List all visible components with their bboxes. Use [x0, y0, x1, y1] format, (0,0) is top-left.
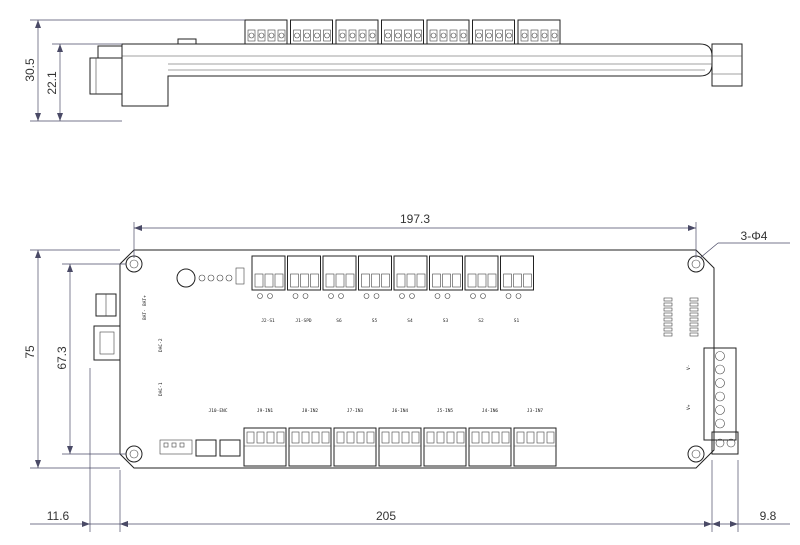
screw-terminal — [715, 405, 725, 415]
bottom-connector: J9-IN1 — [243, 408, 287, 467]
label-v-plus: V+ — [686, 404, 692, 410]
ic-pad — [689, 332, 699, 337]
bottom-connector-label: J3-IN7 — [527, 408, 544, 414]
ic-pad — [663, 297, 673, 302]
ic-pad — [663, 307, 673, 312]
ic-pad — [689, 317, 699, 322]
side-terminal-block — [472, 19, 515, 45]
top-connector-label: S5 — [372, 318, 378, 324]
dim-hole-spec: 3-Φ4 — [741, 229, 768, 243]
screw-terminal — [715, 351, 725, 361]
screw-terminal — [715, 418, 725, 429]
bottom-connector: J8-IN2 — [288, 408, 332, 467]
top-connector: J2-S1 — [251, 255, 286, 324]
ic-pad — [689, 297, 699, 302]
top-connector-label: J2-S1 — [261, 318, 275, 324]
ic-pad — [689, 302, 699, 307]
label-bat-minus: BAT- — [142, 309, 148, 320]
screw-terminal — [715, 391, 725, 402]
top-view: J2-S1 J1-SPD S6 S5 S4 S3 S2 S1 J10-ENC J9-IN1 J8-… — [93, 249, 739, 469]
label-dac-2: DAC-2 — [158, 338, 164, 352]
top-connector-label: J1-SPD — [295, 318, 312, 324]
bottom-connector: J7-IN3 — [333, 408, 377, 467]
dim-body-length: 205 — [376, 509, 396, 523]
dim-hole-height: 67.3 — [55, 346, 69, 370]
top-connector-label: S4 — [407, 318, 413, 324]
bottom-connector-label: J10-ENC — [209, 408, 228, 414]
top-connector-label: S2 — [478, 318, 484, 324]
label-dac-1: DAC-1 — [158, 382, 164, 396]
bottom-connector-label: J6-IN4 — [392, 408, 409, 414]
label-bat-plus: BAT+ — [142, 295, 148, 306]
side-terminal-block — [426, 19, 470, 45]
top-connector-label: S3 — [443, 318, 449, 324]
ic-pad — [663, 317, 673, 322]
dim-right-offset: 9.8 — [760, 509, 777, 523]
bottom-connector: J5-IN5 — [423, 408, 467, 467]
bottom-connector: J6-IN4 — [378, 408, 422, 467]
top-connector: S1 — [500, 255, 534, 324]
ic-pad — [689, 327, 699, 332]
top-connector: S6 — [322, 255, 357, 324]
top-connector: S2 — [464, 255, 499, 324]
side-dimensions: 30.5 22.1 — [23, 19, 245, 122]
side-terminal-block — [517, 19, 561, 45]
dim-left-offset: 11.6 — [47, 509, 70, 523]
ic-pad — [689, 312, 699, 317]
screw-terminal — [715, 378, 725, 388]
side-terminal-block — [244, 19, 288, 45]
top-connector: S3 — [429, 255, 463, 324]
label-v-minus: V- — [686, 365, 692, 370]
bottom-connector-label: J9-IN1 — [257, 408, 274, 414]
side-terminal-block — [335, 19, 379, 45]
bottom-connector-label: J8-IN2 — [302, 408, 319, 414]
dim-total-height: 75 — [23, 345, 37, 359]
top-dimensions: 197.3 3-Φ4 75 67.3 11.6 205 9.8 — [23, 212, 790, 532]
dim-hole-length: 197.3 — [400, 212, 430, 226]
top-connector: J1-SPD — [287, 255, 321, 324]
ic-pad — [689, 307, 699, 312]
dim-side-total: 30.5 — [23, 58, 37, 82]
bottom-connector: J3-IN7 — [513, 408, 557, 467]
bottom-connector: J4-IN6 — [468, 408, 512, 467]
bottom-connector-label: J5-IN5 — [437, 408, 454, 414]
side-terminal-block — [381, 19, 424, 45]
ic-pad — [689, 322, 699, 327]
top-connector: S5 — [358, 255, 392, 324]
top-connector: S4 — [393, 255, 428, 324]
bottom-connector-label: J4-IN6 — [482, 408, 499, 414]
side-terminal-block — [290, 19, 333, 45]
dim-side-body: 22.1 — [45, 71, 59, 95]
screw-terminal — [715, 364, 725, 375]
ic-pad — [663, 302, 673, 307]
ic-pad — [663, 312, 673, 317]
top-connector-label: S1 — [514, 318, 520, 324]
ic-pad — [663, 327, 673, 332]
ic-pad — [663, 322, 673, 327]
ic-pad — [663, 332, 673, 337]
side-view — [89, 19, 743, 107]
top-connector-label: S6 — [336, 318, 342, 324]
bottom-connector-label: J7-IN3 — [347, 408, 364, 414]
